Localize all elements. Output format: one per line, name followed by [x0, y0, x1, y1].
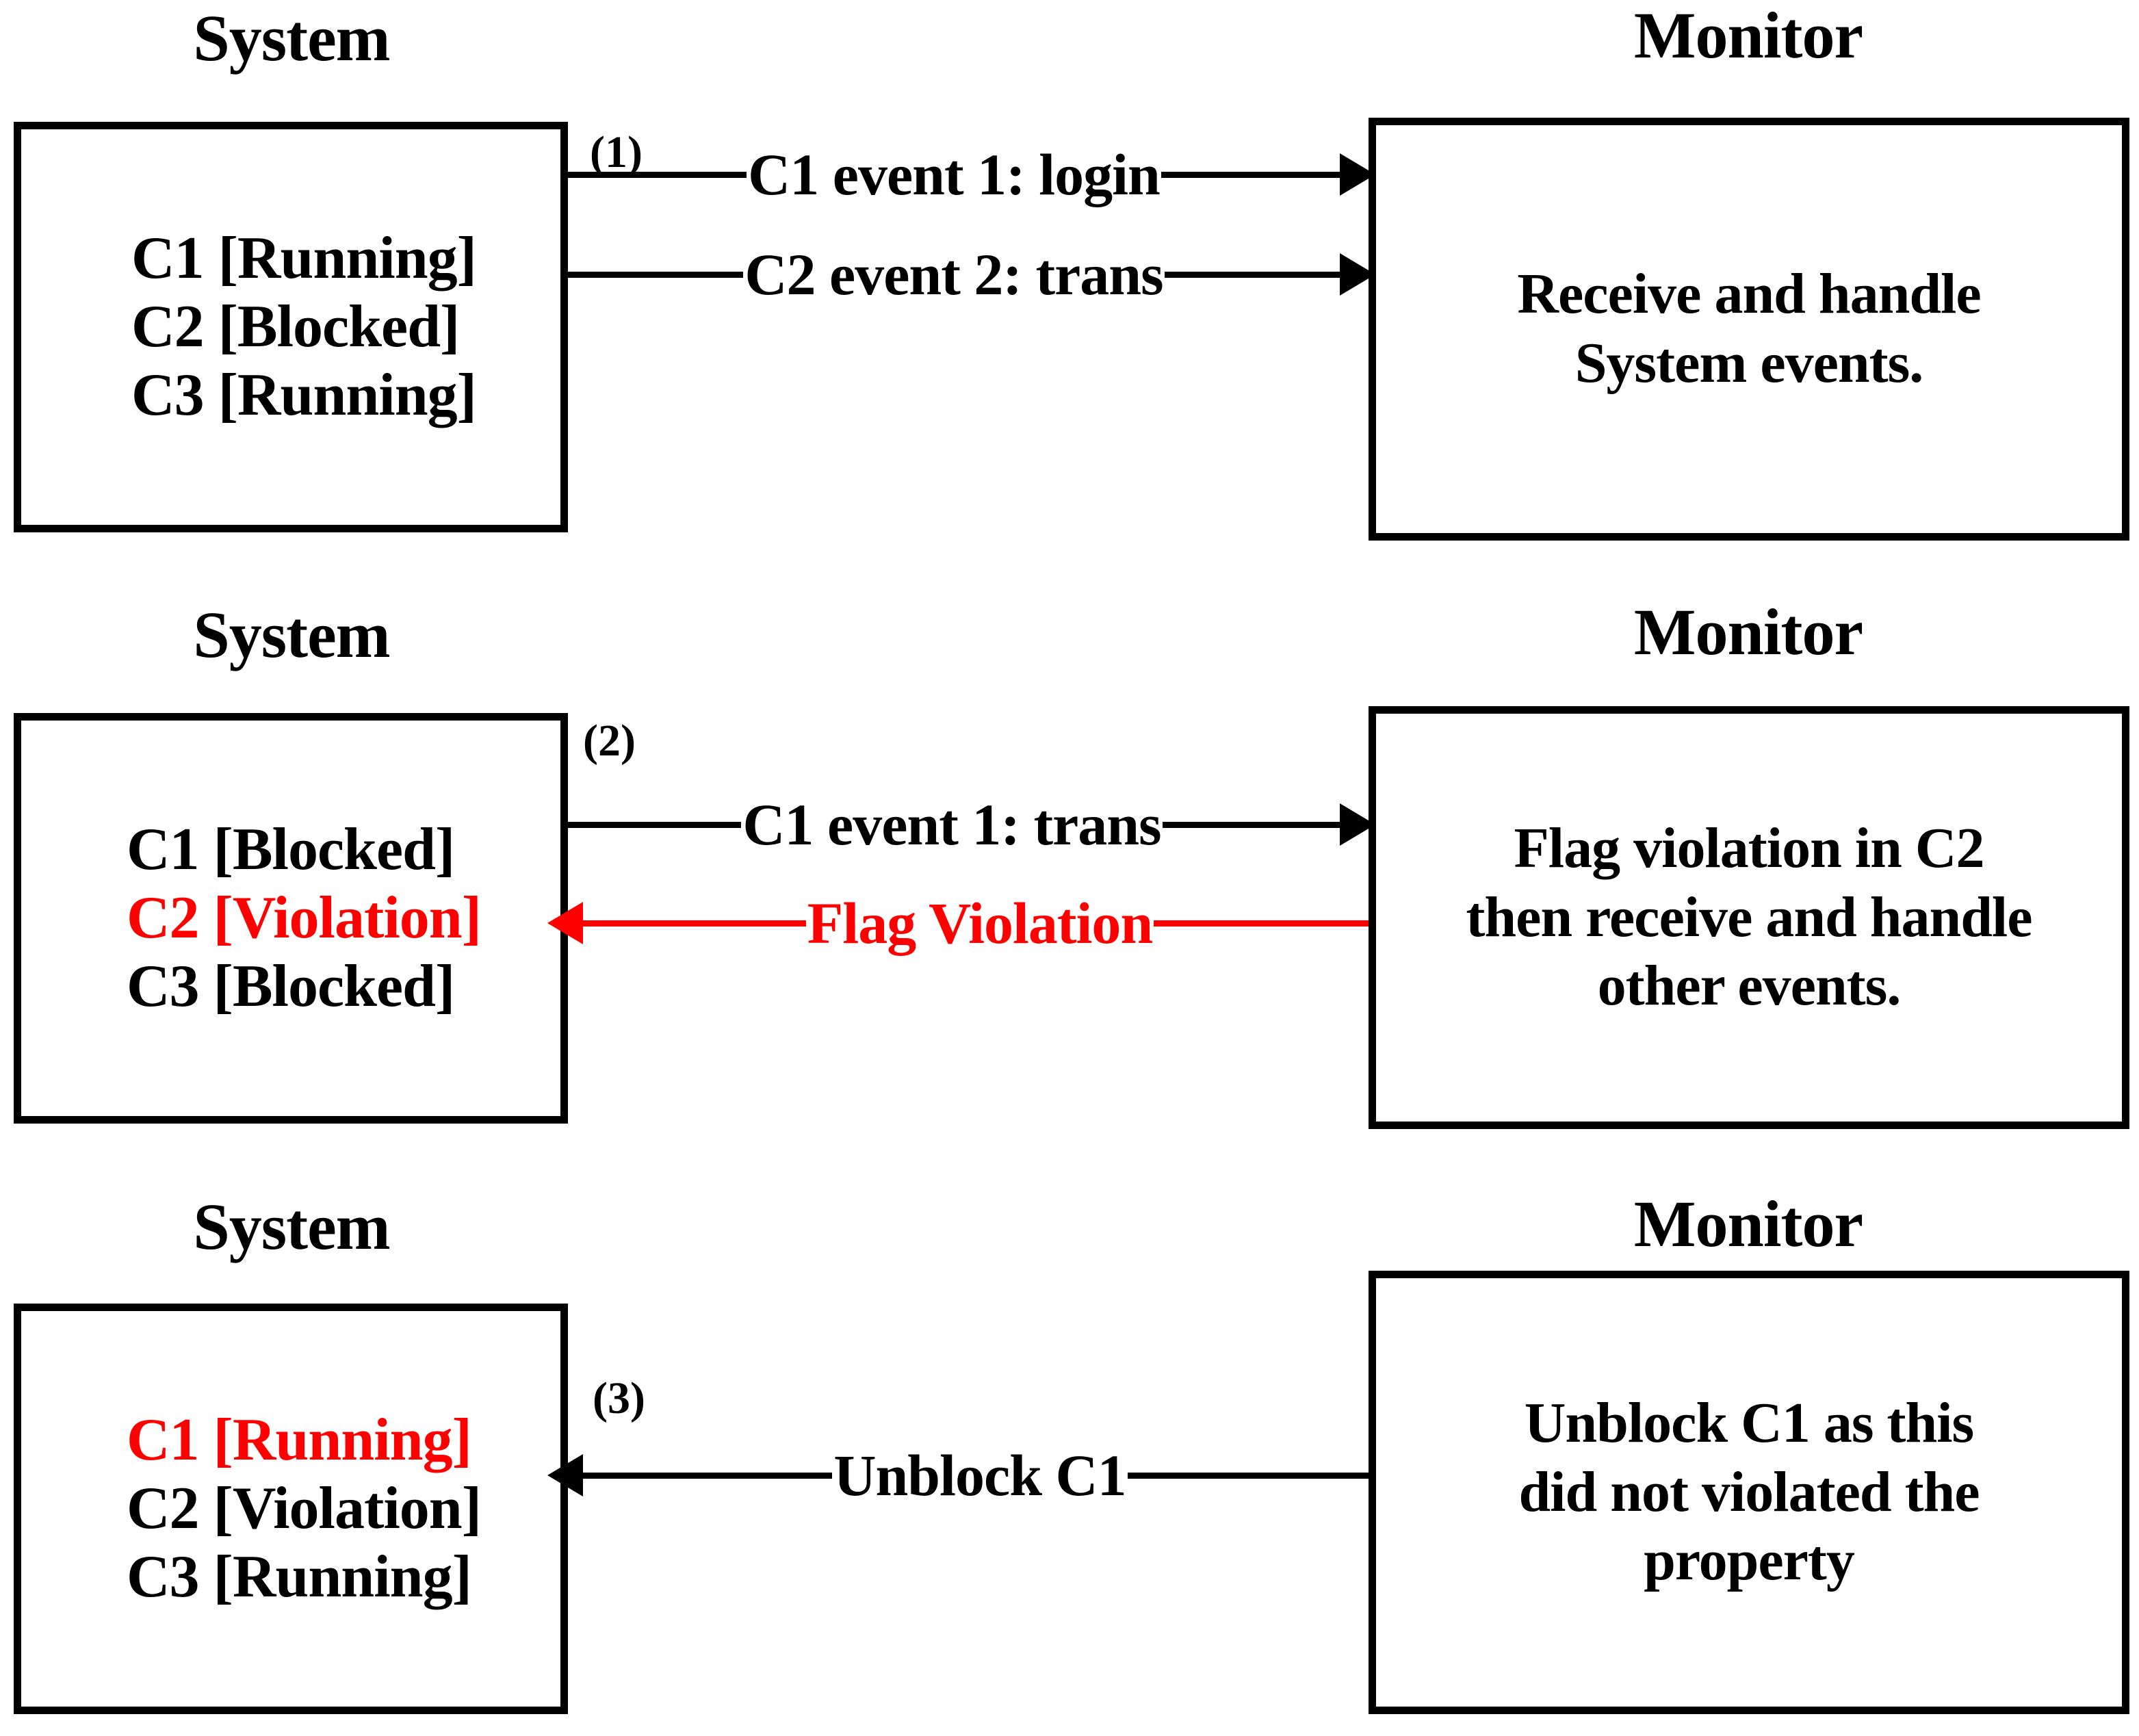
- monitor-description-1: Receive and handle System events.: [1517, 262, 1981, 395]
- monitor-box-3: Unblock C1 as this did not violated the …: [1369, 1271, 2129, 1714]
- monitor-heading-1: Monitor: [1633, 0, 1863, 72]
- system-state-list-3: C1 [Running] C2 [Violation] C3 [Running]: [101, 1406, 482, 1612]
- message-arrow-unblock-c1: Unblock C1: [547, 1431, 1377, 1520]
- state-line: C2 [Blocked]: [131, 293, 460, 360]
- step-number-3: (3): [593, 1373, 645, 1423]
- arrow-line: [564, 821, 742, 828]
- message-label: C1 event 1: trans: [742, 792, 1161, 857]
- state-line-running-highlight: C1 [Running]: [126, 1406, 472, 1473]
- message-arrow-c1-event1-login: C1 event 1: login: [568, 130, 1376, 219]
- monitor-heading-2: Monitor: [1633, 595, 1863, 669]
- arrow-line: [1162, 821, 1340, 828]
- panel-step-1: System Monitor C1 [Running] C2 [Blocked]…: [0, 0, 2139, 578]
- arrowhead-left-icon: [547, 902, 583, 944]
- step-number-1: (1): [590, 127, 643, 177]
- system-box-1: C1 [Running] C2 [Blocked] C3 [Running]: [14, 122, 568, 532]
- message-label: Unblock C1: [833, 1442, 1126, 1508]
- monitor-box-1: Receive and handle System events.: [1369, 118, 2129, 541]
- message-arrow-flag-violation: Flag Violation: [547, 879, 1377, 968]
- system-heading-3: System: [193, 1190, 390, 1263]
- state-line: C2 [Violation]: [126, 1475, 482, 1542]
- state-line: C1 [Running]: [131, 224, 477, 292]
- monitor-description-3: Unblock C1 as this did not violated the …: [1518, 1390, 1980, 1593]
- message-label: Flag Violation: [807, 890, 1153, 956]
- state-line: C3 [Blocked]: [126, 953, 455, 1020]
- monitor-heading-3: Monitor: [1633, 1187, 1863, 1260]
- arrowhead-left-icon: [547, 1454, 583, 1497]
- arrow-line: [1164, 271, 1340, 278]
- monitor-description-2: Flag violation in C2 then receive and ha…: [1466, 816, 2032, 1018]
- message-arrow-c2-event2-trans: C2 event 2: trans: [568, 230, 1376, 319]
- system-heading-2: System: [193, 598, 390, 671]
- panel-step-2: System Monitor C1 [Blocked] C2 [Violatio…: [0, 595, 2139, 1180]
- system-heading-1: System: [193, 1, 390, 75]
- panel-step-3: System Monitor C1 [Running] C2 [Violatio…: [0, 1187, 2139, 1736]
- arrow-line: [583, 1472, 833, 1479]
- state-line: C3 [Running]: [126, 1544, 472, 1611]
- arrow-line: [1127, 1472, 1377, 1479]
- arrow-line: [568, 171, 747, 178]
- arrow-line: [1154, 920, 1377, 927]
- system-box-2: C1 [Blocked] C2 [Violation] C3 [Blocked]: [14, 713, 568, 1124]
- arrow-line: [568, 271, 744, 278]
- system-state-list-1: C1 [Running] C2 [Blocked] C3 [Running]: [105, 224, 477, 430]
- state-line: C3 [Running]: [131, 362, 477, 429]
- message-label: C2 event 2: trans: [744, 242, 1163, 307]
- message-label: C1 event 1: login: [748, 142, 1161, 207]
- arrow-line: [1161, 171, 1340, 178]
- monitor-box-2: Flag violation in C2 then receive and ha…: [1369, 706, 2129, 1129]
- system-box-3: C1 [Running] C2 [Violation] C3 [Running]: [14, 1304, 568, 1714]
- step-number-2: (2): [583, 716, 636, 766]
- system-state-list-2: C1 [Blocked] C2 [Violation] C3 [Blocked]: [101, 816, 482, 1022]
- state-line: C1 [Blocked]: [126, 816, 455, 883]
- message-arrow-c1-event1-trans: C1 event 1: trans: [564, 780, 1376, 869]
- state-line-violation: C2 [Violation]: [126, 884, 482, 951]
- arrow-line: [583, 920, 806, 927]
